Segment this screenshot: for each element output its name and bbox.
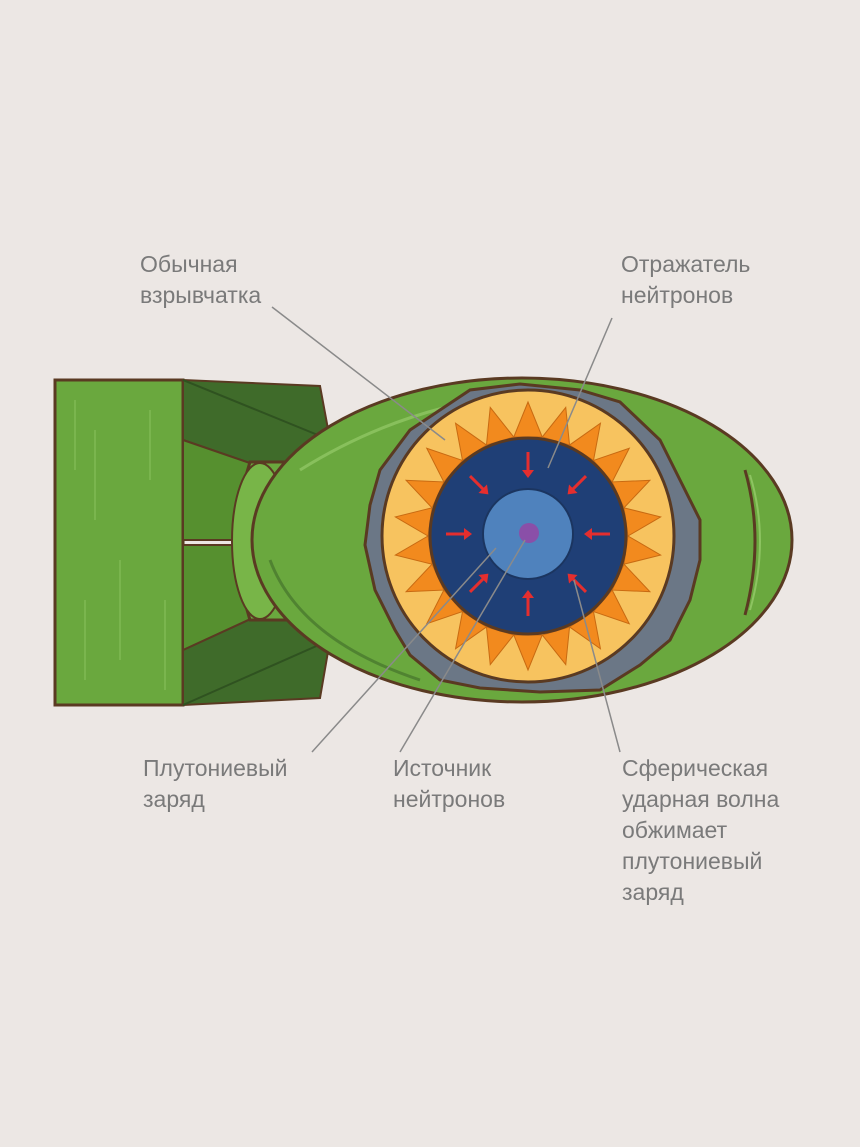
shockwave-arrow <box>468 573 489 594</box>
label-line: заряд <box>622 879 684 905</box>
label-line: заряд <box>143 786 205 812</box>
leader-line-explosive <box>271 306 446 441</box>
leader-line-plutonium <box>311 547 497 753</box>
label-conventional-explosive: Обычная взрывчатка <box>140 249 261 311</box>
leader-line-shockwave <box>573 579 621 753</box>
label-neutron-reflector: Отражатель нейтронов <box>621 249 750 311</box>
shockwave-arrows <box>446 452 610 616</box>
label-line: ударная волна <box>622 786 780 812</box>
leader-line-reflector <box>547 317 613 469</box>
shockwave-arrow <box>584 528 610 540</box>
neutron-source <box>519 523 539 543</box>
label-line: обжимает <box>622 817 728 843</box>
shockwave-arrow <box>522 452 534 478</box>
label-line: Сферическая <box>622 755 769 781</box>
label-line: нейтронов <box>393 786 506 812</box>
leader-line-source <box>399 539 526 753</box>
label-line: нейтронов <box>621 282 734 308</box>
leader-lines <box>271 306 621 753</box>
shockwave-arrow <box>567 474 588 495</box>
label-line: Плутониевый <box>143 755 288 781</box>
shockwave-arrow <box>468 474 489 495</box>
label-spherical-shockwave: Сферическая ударная волна обжимает плуто… <box>622 753 779 908</box>
shockwave-arrow <box>522 590 534 616</box>
label-line: взрывчатка <box>140 282 262 308</box>
label-line: плутониевый <box>622 848 763 874</box>
label-line: Отражатель <box>621 251 751 277</box>
label-plutonium-charge: Плутониевый заряд <box>143 753 287 815</box>
label-line: Источник <box>393 755 492 781</box>
label-neutron-source: Источник нейтронов <box>393 753 505 815</box>
label-line: Обычная <box>140 251 238 277</box>
shockwave-arrow <box>446 528 472 540</box>
